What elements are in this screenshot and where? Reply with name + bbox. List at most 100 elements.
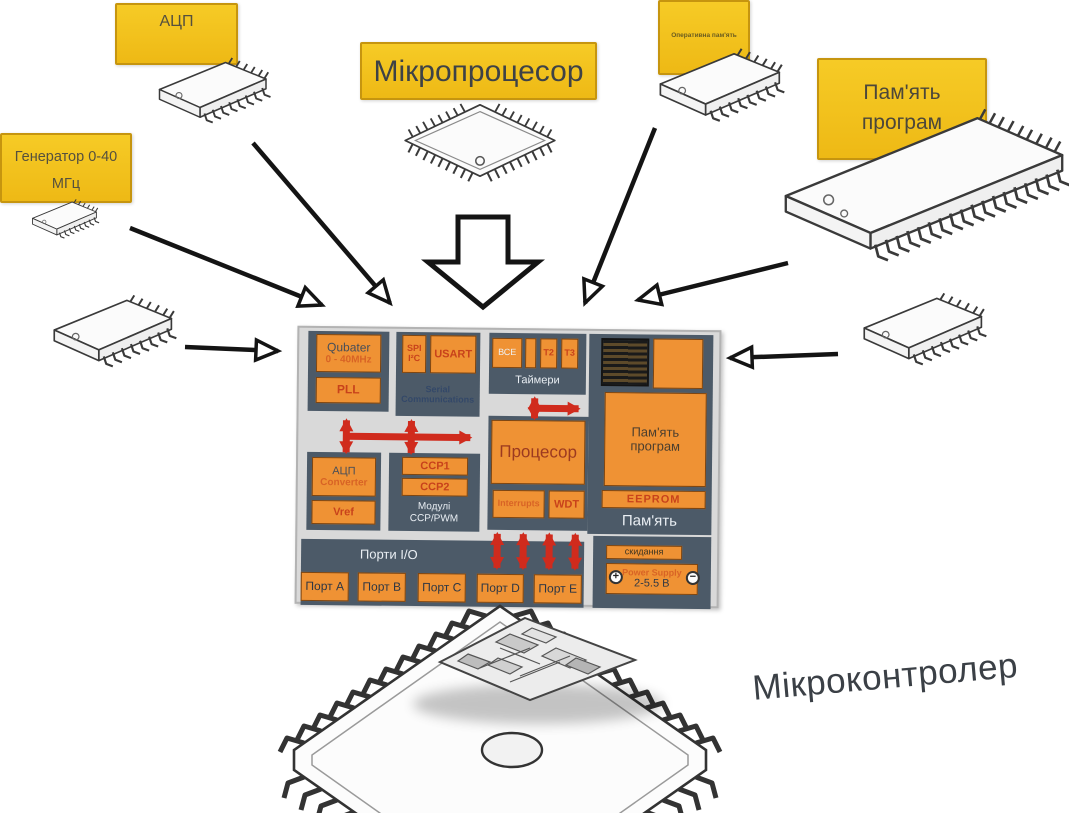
- plus-terminal-icon: +: [608, 570, 623, 585]
- power-panel: скидання Power Supply 2-5.5 В + −: [592, 535, 712, 610]
- i2c-label: I²C: [408, 352, 421, 364]
- vref-label: Vref: [333, 506, 354, 519]
- arrow-adc-to-board: [251, 141, 393, 307]
- serial-panel: SPI I²C USART Serial Communications: [395, 331, 481, 417]
- left-chip-icon: [46, 293, 178, 377]
- eeprom-label: EEPROM: [626, 493, 681, 506]
- port-d-block: Порт D: [476, 573, 524, 604]
- ccp2-block: CCP2: [401, 477, 468, 497]
- reset-block: скидання: [606, 545, 683, 560]
- microcontroller-chip-icon: [277, 604, 723, 813]
- port-b-block: Порт B: [357, 572, 406, 602]
- memory-panel: Пам'ять програм EEPROM Пам'ять: [587, 333, 714, 536]
- die-shadow: [413, 684, 663, 724]
- timer-all-label: ВСЕ: [498, 346, 517, 358]
- pll-label: PLL: [336, 382, 360, 397]
- adc-block: АЦП Converter: [311, 456, 377, 497]
- minus-terminal-icon: −: [685, 570, 700, 586]
- ccp2-label: CCP2: [420, 481, 450, 494]
- adc-panel: АЦП Converter Vref: [306, 451, 382, 531]
- vref-block: Vref: [311, 499, 376, 525]
- pll-block: PLL: [315, 376, 381, 404]
- cpu-panel: Процесор Interrupts WDT: [487, 415, 589, 531]
- generator-callout: Генератор 0-40 МГц: [0, 133, 132, 203]
- program-memory-chip-icon: [778, 98, 1069, 294]
- generator-callout-line2: МГц: [51, 175, 81, 192]
- wdt-block: WDT: [548, 490, 585, 519]
- bus-horizontal: [346, 430, 473, 445]
- wdt-label: WDT: [554, 498, 580, 511]
- silicon-die: [437, 616, 638, 702]
- serial-caption-line2: Communications: [401, 394, 475, 405]
- oscillator-range: 0 - 40MHz: [325, 354, 372, 366]
- oscillator-name: Qubater: [326, 340, 371, 355]
- memory-aux-block: [652, 338, 704, 390]
- adc-chip-icon: [152, 48, 272, 140]
- eeprom-block: EEPROM: [601, 489, 706, 510]
- timer-t3-block: T3: [561, 338, 579, 369]
- chip-legs-left: [277, 608, 487, 754]
- right-chip-icon: [856, 284, 988, 382]
- adc-callout: АЦП: [115, 3, 238, 65]
- cpu-label: Процесор: [499, 441, 578, 462]
- ccp1-label: CCP1: [420, 460, 450, 473]
- memory-caption: Пам'ять: [621, 512, 678, 530]
- chip-legs-right: [513, 608, 723, 754]
- port-d-label: Порт D: [480, 580, 520, 596]
- port-a-block: Порт A: [300, 571, 349, 602]
- timer-t3-label: T3: [564, 347, 576, 358]
- spi-i2c-block: SPI I²C: [401, 334, 427, 374]
- adc-callout-label: АЦП: [159, 13, 194, 30]
- port-c-block: Порт C: [417, 573, 466, 603]
- arrow-left-chip-to-board: [184, 337, 283, 363]
- usart-label: USART: [434, 348, 473, 361]
- port-b-label: Порт B: [362, 579, 402, 594]
- timer-all-block: ВСЕ: [492, 337, 523, 369]
- adc-block-subtitle: Converter: [320, 477, 368, 489]
- microprocessor-callout-label: Мікропроцесор: [373, 55, 584, 88]
- serial-caption: Serial Communications: [396, 384, 480, 406]
- ccp-caption-line2: CCP/PWM: [409, 512, 459, 524]
- microprocessor-chip-icon: [388, 98, 572, 200]
- program-memory-callout-line2: програм: [861, 111, 943, 135]
- timer-t2-label: T2: [543, 347, 555, 358]
- oscillator-panel: Qubater 0 - 40MHz PLL: [307, 330, 390, 412]
- arrow-right-chip-to-board: [725, 344, 839, 370]
- cpu-block: Процесор: [490, 419, 586, 485]
- reset-label: скидання: [624, 546, 664, 557]
- die-circuit-pattern: [456, 627, 602, 683]
- port-a-label: Порт A: [305, 578, 345, 594]
- interrupts-label: Interrupts: [497, 497, 540, 509]
- ports-caption: Порти I/O: [359, 546, 418, 563]
- stack-block-icon: [600, 337, 650, 387]
- chip-legs-lower-right: [645, 774, 719, 813]
- usart-block: USART: [429, 335, 477, 374]
- ram-callout-label: Оперативна пам'ять: [671, 32, 737, 39]
- port-c-label: Порт C: [422, 580, 462, 595]
- generator-callout-line1: Генератор 0-40: [14, 149, 118, 165]
- ram-chip-icon: [652, 46, 786, 132]
- microprocessor-callout: Мікропроцесор: [360, 42, 597, 100]
- timers-caption: Таймери: [515, 374, 560, 387]
- program-memory-block: Пам'ять програм: [603, 392, 707, 488]
- block-down-arrow: [420, 214, 546, 311]
- ccp-caption: Модулі CCP/PWM: [388, 501, 479, 525]
- arrow-ram-to-board: [582, 127, 658, 307]
- program-memory-callout-line1: Пам'ять: [863, 81, 941, 104]
- arrow-progmem-to-board: [633, 260, 789, 307]
- ccp-caption-line1: Модулі: [417, 501, 451, 513]
- generator-chip-icon: [28, 192, 100, 250]
- program-memory-line2: програм: [630, 438, 681, 454]
- interrupts-block: Interrupts: [492, 489, 545, 519]
- voltage-label: 2-5.5 В: [633, 577, 670, 591]
- oscillator-block: Qubater 0 - 40MHz: [315, 333, 382, 373]
- chip-dimple: [480, 731, 544, 769]
- chip-body: [292, 604, 708, 813]
- ccp1-block: CCP1: [401, 456, 469, 476]
- chip-bevel: [311, 621, 689, 813]
- microcontroller-title: Мікроконтролер: [750, 645, 1020, 708]
- block-diagram-board: Qubater 0 - 40MHz PLL SPI I²C USART Seri…: [294, 325, 722, 610]
- ccp-panel: CCP1 CCP2 Модулі CCP/PWM: [388, 452, 481, 532]
- ports-panel: Порти I/O Порт A Порт B Порт C Порт D По…: [300, 538, 585, 608]
